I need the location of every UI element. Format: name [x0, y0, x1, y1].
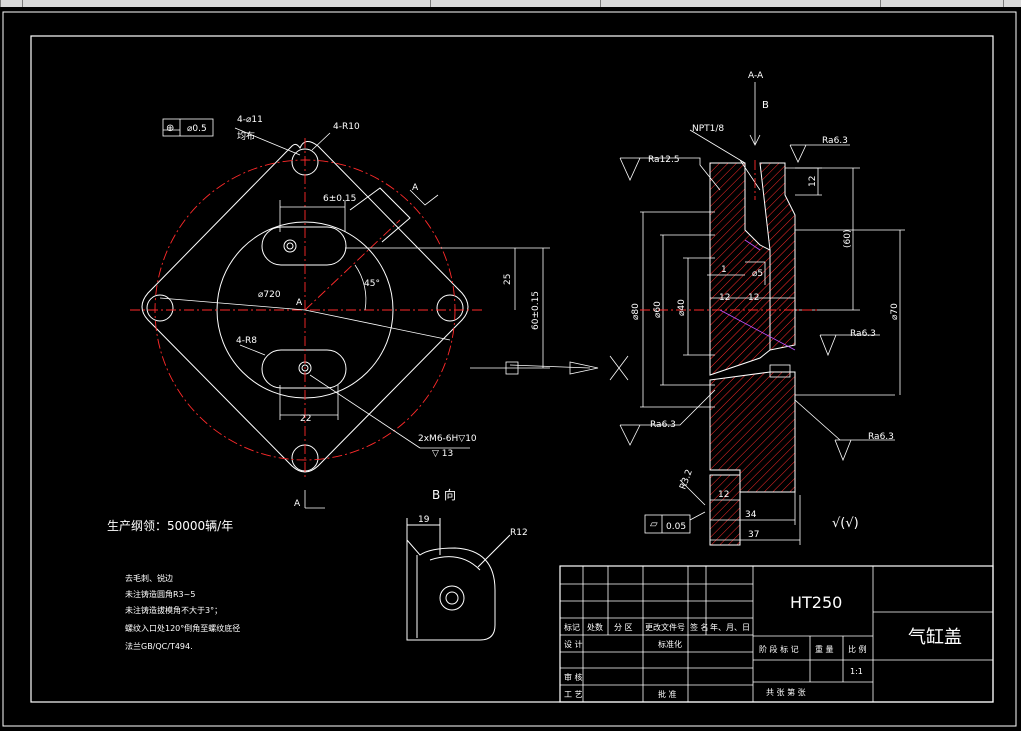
- tb-sheets: 共 张 第 张: [766, 687, 806, 697]
- tb-design: 设 计: [564, 639, 583, 649]
- dim-npt: NPT1/8: [692, 124, 724, 134]
- section-construction: [719, 239, 796, 351]
- front-view-dim-lines: [159, 118, 629, 509]
- dim-pcd: ⌀720: [258, 290, 281, 300]
- dim-d80: ⌀80: [631, 303, 641, 320]
- front-view-centerlines: [130, 138, 485, 480]
- tb-rev-sign: 签 名: [690, 622, 709, 632]
- dim-1: 1: [721, 265, 727, 275]
- tb-standardization: 标准化: [658, 639, 682, 649]
- dim-r12: R12: [510, 528, 528, 538]
- tb-scale: 1:1: [850, 667, 863, 676]
- dim-d5: ⌀5: [752, 269, 763, 279]
- cad-drawing-canvas[interactable]: ⊕ ⌀0.5 4-⌀11 均布 4-R10 6±0.15 ⌀720 A 45° …: [0, 7, 1021, 731]
- center-mark: A: [296, 298, 303, 308]
- tb-approve: 批 准: [658, 689, 677, 699]
- view-b: [406, 518, 511, 641]
- section-labels: A-A B NPT1/8 Ra12.5 Ra6.3 Ra6.3 Ra6.3 Ra…: [631, 71, 900, 540]
- cad-toolbar-strip: [0, 0, 1021, 7]
- outer-frame: [2, 11, 1017, 727]
- dim-thread-depth: ▽ 13: [432, 449, 453, 459]
- front-view-labels: ⊕ ⌀0.5 4-⌀11 均布 4-R10 6±0.15 ⌀720 A 45° …: [166, 115, 541, 509]
- dim-34: 34: [745, 510, 757, 520]
- tech-req-5: 法兰GB/QC/T494.: [125, 641, 193, 651]
- tb-review: 审 核: [564, 672, 583, 682]
- dim-slot-radius: 4-R8: [236, 336, 257, 346]
- dim-19: 19: [418, 515, 430, 525]
- tech-req-1: 去毛刺、锐边: [125, 573, 173, 583]
- dim-25: 25: [503, 274, 513, 285]
- title-block-grid: [559, 565, 994, 703]
- flatness-symbol: ▱: [650, 519, 658, 530]
- position-symbol: ⊕: [166, 123, 174, 134]
- dim-60: 60±0.15: [531, 291, 541, 330]
- section-title: A-A: [748, 71, 764, 81]
- tech-req-3: 未注铸造拔模角不大于3°；: [125, 605, 222, 615]
- dim-d60: ⌀60: [653, 301, 663, 318]
- section-view: [709, 162, 796, 546]
- dim-thread: 2xM6-6H▽10: [418, 434, 477, 444]
- tb-part-name: 气缸盖: [908, 626, 962, 648]
- tb-stage: 阶 段 标 记: [759, 644, 799, 654]
- inner-frame: [30, 35, 994, 703]
- dim-holes-note: 均布: [237, 130, 255, 142]
- dim-12-bottom: 12: [718, 490, 729, 500]
- ra-6-3-right: Ra6.3: [850, 329, 876, 339]
- view-b-labels: B 向 19 R12: [418, 487, 528, 538]
- view-b-arrow-label: B: [762, 100, 769, 111]
- tb-material: HT250: [790, 593, 842, 612]
- view-b-title: B 向: [432, 487, 456, 502]
- tb-rev-date: 年、月、日: [710, 622, 750, 632]
- dim-37: 37: [748, 530, 759, 540]
- ra-6-3-left: Ra6.3: [650, 420, 676, 430]
- ra-3-2: R3.2: [678, 468, 694, 491]
- dim-holes: 4-⌀11: [237, 115, 263, 125]
- section-a-top: A: [412, 183, 419, 193]
- tb-rev-mark: 标记: [564, 622, 580, 632]
- dim-d40: ⌀40: [677, 299, 687, 316]
- position-tolerance: ⌀0.5: [187, 124, 207, 134]
- title-block-text: 标记 处数 分 区 更改文件号 签 名 年、月、日 设 计 标准化 审 核 工 …: [564, 593, 962, 699]
- ra-6-3-bottom: Ra6.3: [868, 432, 894, 442]
- flatness-tol: 0.05: [666, 522, 686, 532]
- tb-rev-doc: 更改文件号: [645, 622, 685, 632]
- ra-12-5: Ra12.5: [648, 155, 680, 165]
- dim-angle: 45°: [364, 279, 380, 289]
- dim-slot-length: 22: [300, 414, 311, 424]
- dim-12-right: 12: [748, 293, 759, 303]
- dim-12-left: 12: [719, 293, 730, 303]
- tb-weight: 重 量: [815, 644, 834, 654]
- tb-scale-label: 比 例: [848, 644, 867, 654]
- dim-h60: (60): [843, 230, 853, 248]
- tech-req-2: 未注铸造圆角R3~5: [125, 589, 195, 599]
- dim-corner-radius: 4-R10: [333, 122, 360, 132]
- ra-6-3-top: Ra6.3: [822, 136, 848, 146]
- dim-d70: ⌀70: [890, 303, 900, 320]
- tb-process: 工 艺: [564, 690, 583, 699]
- section-a-bottom: A: [294, 499, 301, 509]
- notes: 生产纲领：50000辆/年 去毛刺、锐边 未注铸造圆角R3~5 未注铸造拔模角不…: [107, 519, 240, 651]
- tb-rev-zone: 分 区: [614, 623, 633, 632]
- dim-12-vertical: 12: [808, 176, 818, 187]
- tb-rev-count: 处数: [587, 622, 603, 632]
- general-roughness: √(√): [832, 516, 859, 531]
- section-centerlines: [640, 160, 820, 311]
- tech-req-4: 螺纹入口处120°倒角至螺纹底径: [125, 623, 240, 633]
- production-note: 生产纲领：50000辆/年: [107, 519, 233, 533]
- dim-slot-width: 6±0.15: [323, 194, 356, 204]
- section-view-lines: [619, 82, 905, 545]
